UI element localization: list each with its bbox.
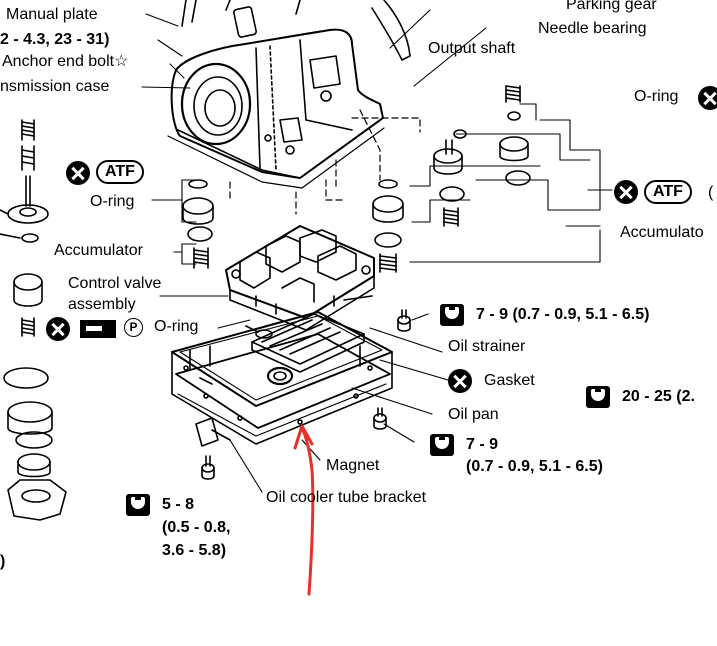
x-icon-top-right [698,86,717,110]
label-torque-bolt-upper: 7 - 9 (0.7 - 0.9, 5.1 - 6.5) [476,306,650,323]
label-torque-bracket-3: 3.6 - 5.8) [162,542,227,559]
label-torque-pan-bolt-2: (0.7 - 0.9, 5.1 - 6.5) [466,458,603,475]
right-accumulator-parts [372,85,531,273]
label-torque-bracket-1: 5 - 8 [162,496,195,513]
x-icon-right-o-ring [614,180,638,204]
x-icon-gasket [448,369,472,393]
label-oil-cooler-tube-bracket: Oil cooler tube bracket [266,489,427,506]
oil-strainer-part [251,313,365,373]
label-anchor-end-bolt: Anchor end bolt☆ [2,53,129,70]
torque-icon-right-edge [586,386,610,408]
left-column-parts [0,119,67,521]
label-manual-plate: Manual plate [6,6,98,23]
label-torque-bracket-2: (0.5 - 0.8, [162,519,231,536]
torque-icon-upper [440,304,464,326]
x-icon-left-o-ring [66,161,90,185]
torque-icon-bracket [126,494,150,516]
label-transmission-case: nsmission case [0,78,110,95]
torque-icon-pan-bolt [430,434,454,456]
star-icon: ☆ [114,53,129,70]
control-valve-assembly-part [225,225,375,339]
label-control-valve: Control valve [68,275,162,292]
label-magnet: Magnet [326,457,380,474]
label-gasket: Gasket [484,372,535,389]
label-accumulator-right: Accumulato [620,224,704,241]
label-accumulator-left: Accumulator [54,242,143,259]
transmission-case-part [167,0,411,189]
atf-badge-right: ATF [644,180,692,204]
label-right-edge-char: ( [708,184,714,201]
sealant-gun-icon [80,320,116,338]
petroleum-jelly-icon: P [124,318,143,337]
x-icon-control-valve-o-ring [46,317,70,341]
label-torque-pan-bolt-1: 7 - 9 [466,436,499,453]
label-oil-pan: Oil pan [448,406,499,423]
oil-pan-part [171,311,393,447]
label-o-ring-top-right: O-ring [634,88,679,105]
atf-badge-left: ATF [96,160,144,184]
label-left-edge-paren: ) [0,553,6,570]
label-control-valve-assembly: assembly [68,296,136,313]
label-needle-bearing: Needle bearing [538,20,647,37]
label-torque-manual-plate: 2 - 4.3, 23 - 31) [0,31,110,48]
label-oil-strainer: Oil strainer [448,338,526,355]
left-accumulator-parts [182,179,214,269]
bolt-parts [199,309,411,480]
label-o-ring-left: O-ring [90,193,135,210]
label-o-ring-control-valve: O-ring [154,318,199,335]
label-parking-gear: Parking gear [566,0,657,13]
red-annotation-arrow [293,424,315,596]
label-torque-right-edge: 20 - 25 (2. [622,388,695,405]
label-output-shaft: Output shaft [428,40,516,57]
